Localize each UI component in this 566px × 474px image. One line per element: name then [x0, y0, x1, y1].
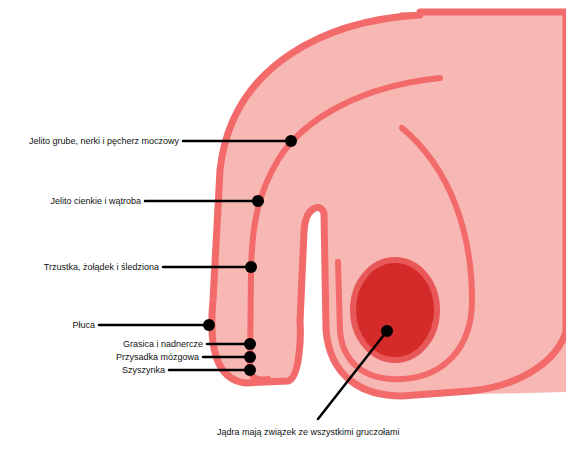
- leader-line: [183, 140, 291, 143]
- leader-line: [99, 324, 209, 327]
- leader-lines: [99, 141, 387, 419]
- point-label: Trzustka, żołądek i śledziona: [44, 261, 159, 273]
- note-label: Jądra mają związek ze wszystkimi gruczoł…: [217, 426, 400, 438]
- leader-line: [203, 356, 250, 359]
- point-dot: [203, 319, 215, 331]
- inner-contour: [250, 78, 440, 380]
- point-label: Jelito cienkie i wątroba: [50, 195, 141, 207]
- point-label: Przysadka mózgowa: [116, 351, 199, 363]
- leader-line: [169, 369, 250, 372]
- leader-line: [145, 200, 258, 203]
- point-dot: [252, 195, 264, 207]
- point-label: Płuca: [72, 319, 95, 331]
- point-dot: [285, 135, 297, 147]
- point-dot: [244, 351, 256, 363]
- testicle: [353, 260, 437, 360]
- leader-line: [163, 266, 251, 269]
- scrotum-contour: [338, 128, 472, 379]
- point-label: Jelito grube, nerki i pęcherz moczowy: [29, 135, 179, 147]
- leader-line: [318, 331, 387, 419]
- point-dots: [203, 135, 393, 376]
- point-label: Szyszynka: [122, 364, 165, 376]
- point-label: Grasica i nadnercze: [123, 338, 203, 350]
- organ-outline: [212, 12, 566, 396]
- point-dot: [244, 364, 256, 376]
- point-dot: [245, 261, 257, 273]
- point-dot: [381, 325, 393, 337]
- point-dot: [244, 338, 256, 350]
- leader-line: [207, 343, 250, 346]
